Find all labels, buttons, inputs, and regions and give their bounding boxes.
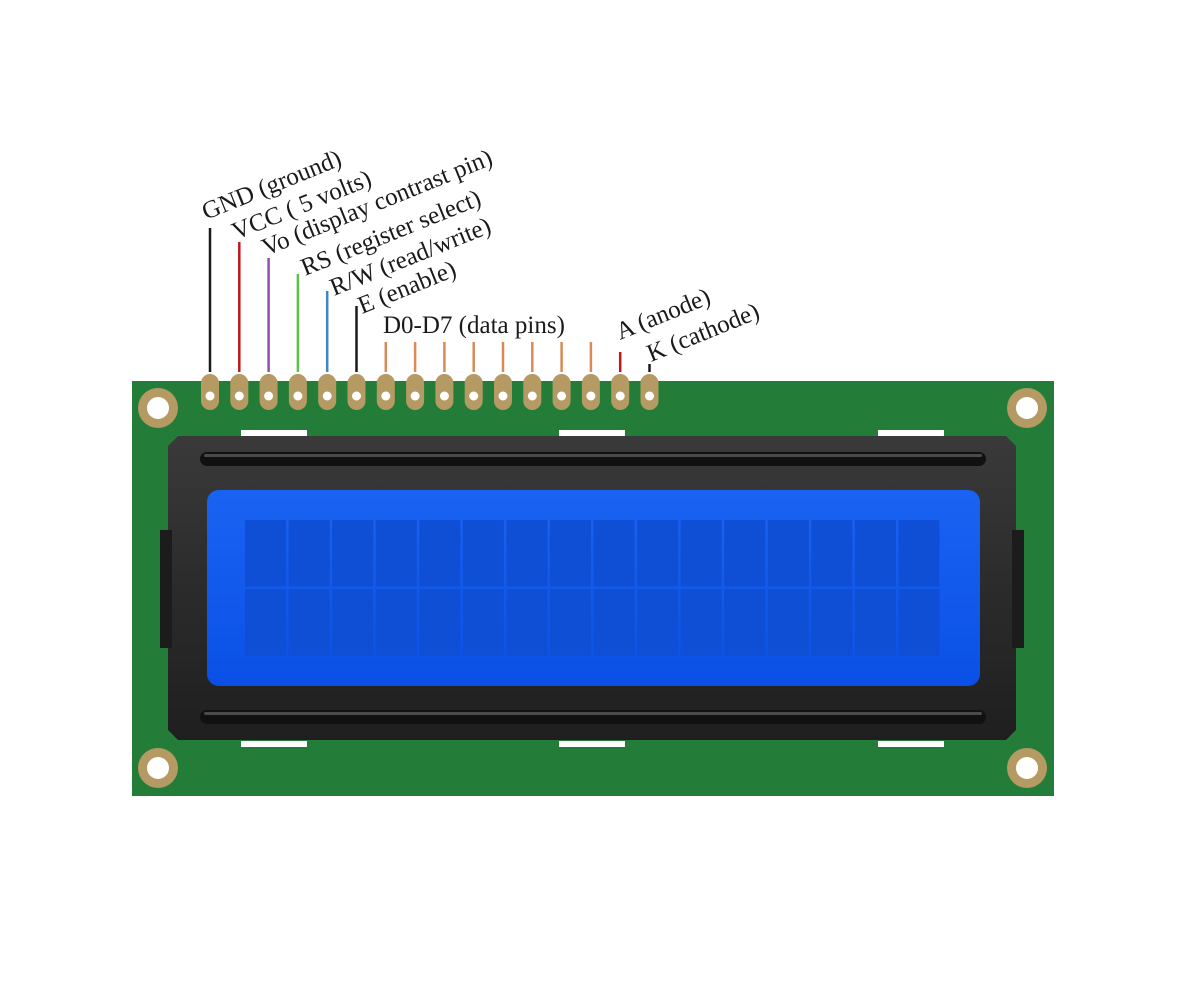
pin-hole-cathode	[645, 391, 654, 401]
character-cell	[506, 520, 548, 587]
character-cell	[462, 589, 504, 656]
character-cell	[854, 589, 896, 656]
character-cell	[332, 520, 374, 587]
clip-top-center	[559, 430, 625, 436]
character-cell	[898, 520, 940, 587]
character-cell	[854, 520, 896, 587]
character-cell	[680, 589, 722, 656]
pin-hole-d7	[586, 391, 596, 401]
pin-labels: GND (ground) VCC ( 5 volts) Vo (display …	[198, 144, 763, 367]
pin-hole-anode	[615, 391, 625, 401]
clip-bottom-right	[878, 741, 944, 747]
pin-hole-d4	[498, 391, 508, 401]
bezel-right-notch	[1012, 530, 1024, 648]
pin-hole-rs	[293, 391, 303, 401]
character-cell	[549, 520, 591, 587]
character-cell	[245, 520, 287, 587]
pin-hole-e	[352, 391, 361, 401]
character-cell	[593, 589, 635, 656]
character-cell	[593, 520, 635, 587]
character-cell	[462, 520, 504, 587]
character-cell	[637, 520, 679, 587]
bezel-top-groove-highlight	[204, 454, 982, 457]
character-cell	[811, 589, 853, 656]
clip-bottom-left	[241, 741, 307, 747]
mounting-hole-center	[1016, 397, 1038, 419]
character-cell	[245, 589, 287, 656]
mounting-holes	[138, 388, 1047, 788]
bezel-bottom-groove-highlight	[204, 712, 982, 715]
character-cell	[288, 520, 330, 587]
character-cell	[724, 589, 766, 656]
character-cell	[375, 520, 417, 587]
pin-hole-d3	[469, 391, 479, 401]
clip-top-right	[878, 430, 944, 436]
clip-top-left	[241, 430, 307, 436]
pin-wires	[208, 228, 651, 372]
pin-hole-d2	[439, 391, 449, 401]
pin-hole-vo	[264, 391, 274, 401]
pin-hole-d6	[557, 391, 567, 401]
pin-hole-d1	[410, 391, 420, 401]
character-cells	[245, 520, 940, 656]
pin-hole-vcc	[234, 391, 244, 401]
character-cell	[506, 589, 548, 656]
clip-bottom-center	[559, 741, 625, 747]
character-cell	[811, 520, 853, 587]
mounting-hole-center	[147, 757, 169, 779]
header-pins	[201, 374, 659, 410]
lcd-screen	[207, 490, 980, 686]
character-cell	[898, 589, 940, 656]
character-cell	[332, 589, 374, 656]
character-cell	[288, 589, 330, 656]
bezel-clips	[241, 430, 944, 747]
label-data-pins: D0-D7 (data pins)	[383, 312, 565, 339]
bezel-left-notch	[160, 530, 172, 648]
character-cell	[724, 520, 766, 587]
character-cell	[549, 589, 591, 656]
mounting-hole-center	[1016, 757, 1038, 779]
character-cell	[767, 520, 809, 587]
pin-hole-d0	[381, 391, 391, 401]
character-cell	[680, 520, 722, 587]
character-cell	[637, 589, 679, 656]
pin-hole-gnd	[205, 391, 215, 401]
pin-hole-d5	[527, 391, 537, 401]
pin-hole-rw	[322, 391, 332, 401]
character-cell	[419, 589, 461, 656]
character-cell	[375, 589, 417, 656]
character-cell	[767, 589, 809, 656]
mounting-hole-center	[147, 397, 169, 419]
character-cell	[419, 520, 461, 587]
